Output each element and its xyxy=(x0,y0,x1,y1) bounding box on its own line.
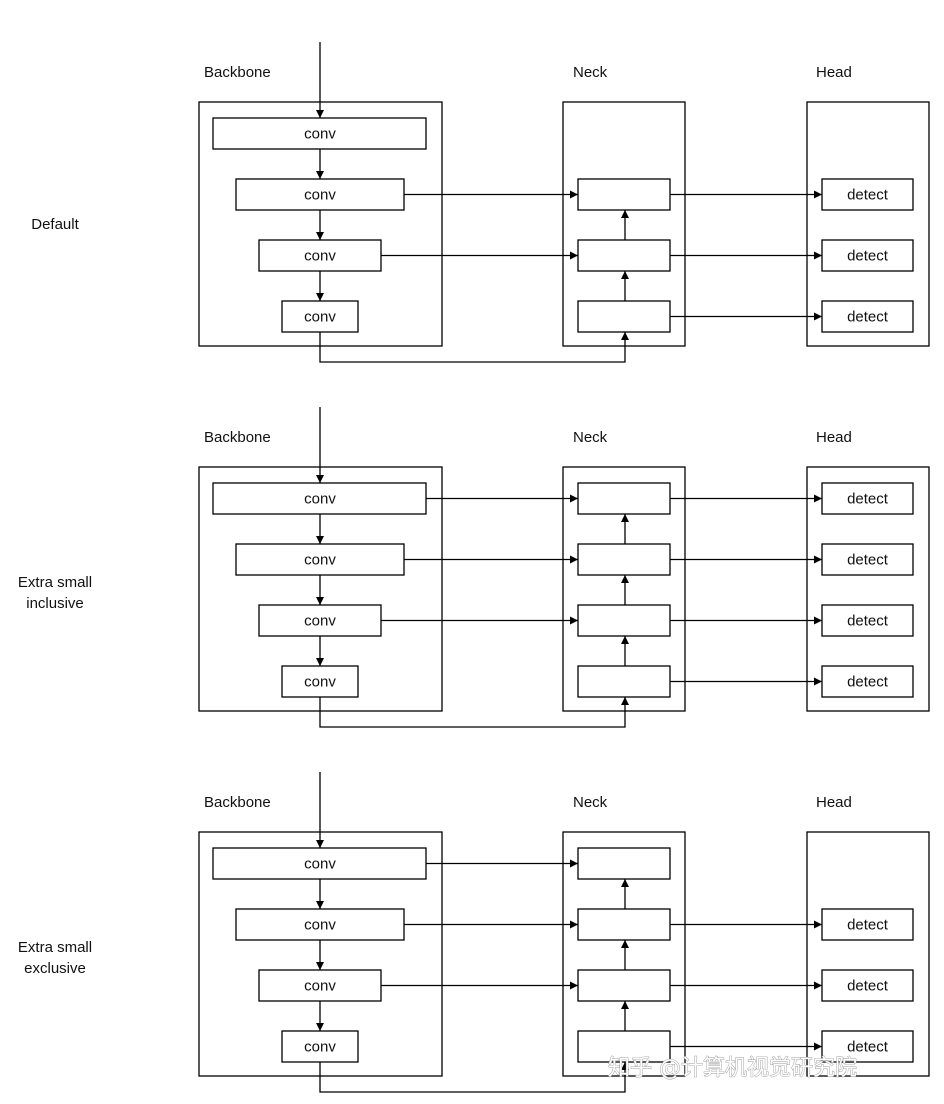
neck-box xyxy=(577,178,671,211)
conv-box xyxy=(281,1030,359,1063)
detect-box xyxy=(821,665,914,698)
detect-label: detect xyxy=(847,612,889,629)
conv-label: conv xyxy=(304,247,336,264)
detect-box xyxy=(821,604,914,637)
neck-title: Neck xyxy=(573,794,608,811)
conv-label: conv xyxy=(304,551,336,568)
variant-label: exclusive xyxy=(24,960,86,977)
conv-box xyxy=(281,665,359,698)
conv-label: conv xyxy=(304,673,336,690)
variant-label: Extra small xyxy=(18,939,92,956)
neck-title: Neck xyxy=(573,429,608,446)
conv-label: conv xyxy=(304,977,336,994)
neck-box xyxy=(577,969,671,1002)
conv-label: conv xyxy=(304,1038,336,1055)
conv-box xyxy=(235,543,405,576)
detect-label: detect xyxy=(847,490,889,507)
detect-box xyxy=(821,300,914,333)
neck-title: Neck xyxy=(573,64,608,81)
conv-label: conv xyxy=(304,125,336,142)
detect-label: detect xyxy=(847,1038,889,1055)
neck-box xyxy=(577,482,671,515)
backbone-title: Backbone xyxy=(204,429,271,446)
detect-box xyxy=(821,543,914,576)
detect-label: detect xyxy=(847,308,889,325)
bypass-arrow xyxy=(319,697,629,728)
detect-label: detect xyxy=(847,247,889,264)
head-title: Head xyxy=(816,64,852,81)
watermark: 知乎 @计算机视觉研究院 xyxy=(608,1056,857,1081)
neck-box xyxy=(577,604,671,637)
variant-label: Default xyxy=(31,216,79,233)
variant-panel: Default Backbone Neck Head conv conv conv conv d… xyxy=(31,42,930,363)
conv-label: conv xyxy=(304,916,336,933)
variant-panel: Extra small inclusive Backbone Neck Head conv… xyxy=(18,407,930,728)
head-title: Head xyxy=(816,794,852,811)
detect-label: detect xyxy=(847,551,889,568)
detect-label: detect xyxy=(847,673,889,690)
detect-box xyxy=(821,908,914,941)
neck-box xyxy=(577,847,671,880)
variant-panel: Extra small exclusive Backbone Neck Head conv… xyxy=(18,772,930,1093)
bypass-arrow xyxy=(319,1062,629,1093)
backbone-title: Backbone xyxy=(204,64,271,81)
detect-box xyxy=(821,482,914,515)
detect-label: detect xyxy=(847,916,889,933)
neck-box xyxy=(577,908,671,941)
conv-box xyxy=(212,482,427,515)
detect-box xyxy=(821,239,914,272)
detect-label: detect xyxy=(847,186,889,203)
detect-box xyxy=(821,178,914,211)
conv-label: conv xyxy=(304,612,336,629)
head-title: Head xyxy=(816,429,852,446)
neck-box xyxy=(577,543,671,576)
conv-box xyxy=(281,300,359,333)
neck-box xyxy=(577,239,671,272)
variant-label: Extra small xyxy=(18,574,92,591)
variant-label: inclusive xyxy=(26,595,84,612)
conv-box xyxy=(212,847,427,880)
conv-label: conv xyxy=(304,186,336,203)
neck-box xyxy=(577,300,671,333)
conv-label: conv xyxy=(304,855,336,872)
backbone-title: Backbone xyxy=(204,794,271,811)
bypass-arrow xyxy=(319,332,629,363)
conv-label: conv xyxy=(304,308,336,325)
neck-box xyxy=(577,665,671,698)
detect-box xyxy=(821,969,914,1002)
conv-label: conv xyxy=(304,490,336,507)
detect-label: detect xyxy=(847,977,889,994)
detect-box xyxy=(821,1030,914,1063)
